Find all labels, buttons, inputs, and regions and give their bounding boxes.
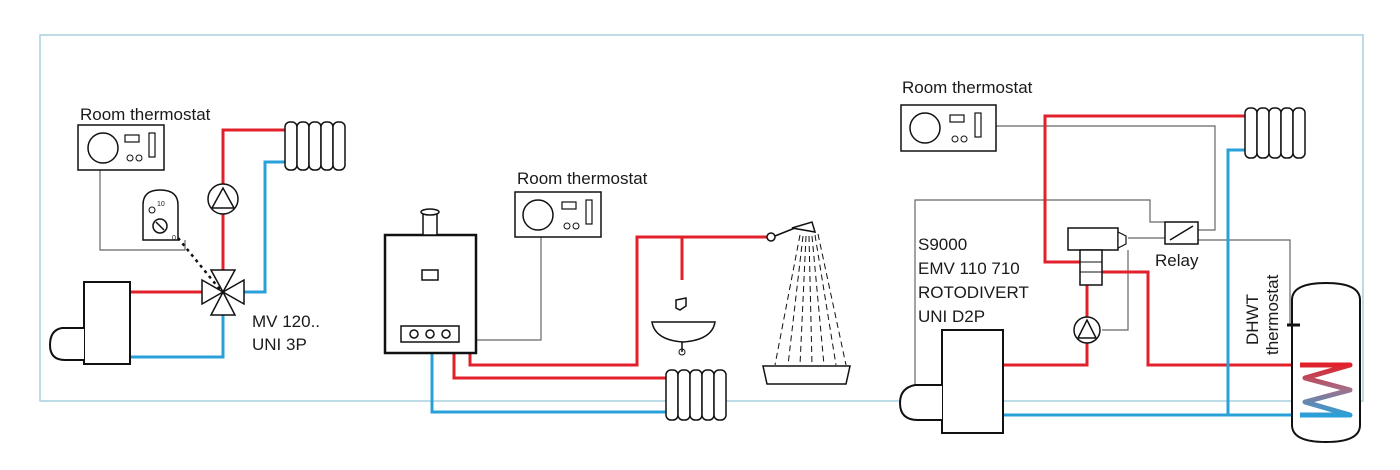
flow-pipe-boiler: [1003, 340, 1089, 367]
circulation-pump: [1073, 316, 1101, 344]
heating-return-pipe: [430, 353, 666, 414]
room-thermostat: [77, 124, 165, 171]
room-thermostat-label: Room thermostat: [902, 78, 1033, 97]
dial-thermostat: 10 0: [142, 189, 179, 242]
s9000-label-2: EMV 110 710: [918, 259, 1020, 278]
boiler: [48, 281, 131, 365]
wash-basin: [651, 297, 716, 356]
system-diverter-valve: Room thermostat Relay: [898, 78, 1361, 444]
room-thermostat: [514, 191, 602, 238]
radiator: [665, 369, 727, 421]
s9000-label-3: ROTODIVERT: [918, 283, 1029, 302]
boiler: [898, 329, 1004, 434]
system-mixing-valve: Room thermostat 10 0 MV 120.. UNI 3P: [48, 105, 346, 365]
system-combi-boiler: Room thermostat: [383, 169, 851, 421]
radiator: [1244, 107, 1306, 159]
combi-boiler: [383, 208, 478, 355]
s9000-label-1: S9000: [918, 235, 967, 254]
heating-coil: [1300, 362, 1353, 418]
pump-wire: [1102, 250, 1129, 331]
dial-max: 10: [157, 201, 165, 208]
flow-pipe-upper: [1043, 114, 1245, 264]
four-way-mixing-valve: [201, 269, 245, 316]
flow-pipe-cylinder: [1102, 270, 1300, 367]
boiler-control-wire: [914, 199, 1165, 390]
valve-label-2: UNI 3P: [252, 335, 307, 354]
return-pipe: [130, 315, 225, 359]
shower: [762, 221, 851, 385]
relay-label: Relay: [1155, 251, 1199, 270]
hot-water-pipe: [468, 235, 768, 367]
room-thermostat-label: Room thermostat: [517, 169, 648, 188]
flow-pipe-riser: [221, 128, 285, 270]
heating-flow-pipe: [452, 353, 666, 380]
dhwt-label-1: DHWT: [1243, 294, 1262, 345]
diverter-valve: [1067, 227, 1127, 286]
circulation-pump: [207, 183, 239, 215]
actuator-dotted-link: [177, 237, 223, 293]
dhwt-label-2: thermostat: [1263, 274, 1282, 355]
background-frame: [39, 34, 1364, 402]
dial-min: 0: [172, 235, 176, 242]
hot-water-cylinder: [1287, 281, 1361, 444]
room-thermostat: [900, 104, 997, 152]
thermostat-wire: [476, 237, 542, 341]
s9000-label-4: UNI D2P: [918, 307, 985, 326]
valve-label-1: MV 120..: [252, 312, 320, 331]
radiator: [284, 121, 346, 171]
return-pipe-riser: [244, 160, 285, 294]
relay: [1164, 221, 1199, 245]
room-thermostat-label: Room thermostat: [80, 105, 211, 124]
return-pipe-riser: [1226, 148, 1245, 415]
thermostat-wire: [996, 125, 1216, 231]
